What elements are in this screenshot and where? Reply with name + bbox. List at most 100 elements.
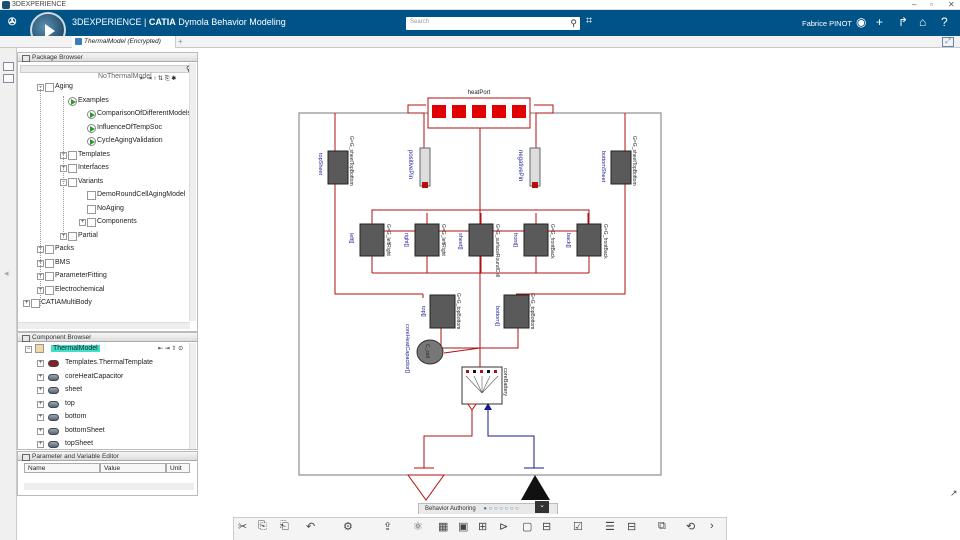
add-icon[interactable]: + [876,15,884,29]
expand-toggle[interactable]: + [37,400,44,408]
grid-icon[interactable]: ▦ [438,521,449,533]
component-item[interactable]: top [65,399,75,407]
conductor-param: G=G_leftRight [385,224,391,256]
component-item[interactable]: coreHeatCapacitor [65,372,124,380]
navigation-icons[interactable]: ⇤ ⇥ ⇧ ⊙ [158,346,184,352]
tree-item[interactable]: Variants [78,177,104,185]
split-icon[interactable]: ⊟ [627,521,637,533]
expand-toggle[interactable]: + [23,300,30,307]
tree-item[interactable]: Components [97,218,137,225]
expand-toggle[interactable]: + [37,373,44,381]
component-item[interactable]: Templates.ThermalTemplate [65,359,153,366]
bottom-pin-connector [521,475,550,500]
tree-item[interactable]: Partial [78,231,98,239]
minimize-icon[interactable]: – [912,0,917,9]
copy-icon[interactable]: ⎘ [258,520,267,532]
component-item[interactable]: topSheet [65,440,94,447]
component-item[interactable]: bottom [65,413,87,420]
column-name[interactable]: Name [24,463,100,473]
collapse-left-icon[interactable]: ◂ [4,268,9,278]
tree-item[interactable]: Examples [78,96,109,104]
more-icon[interactable]: › [710,520,714,532]
tag-icon[interactable]: ⌗ [586,15,593,27]
user-avatar-icon[interactable]: ◉ [856,15,867,29]
tree-item[interactable]: ComparisonOfDifferentModels [97,110,192,117]
next-icon[interactable]: ⊳ [499,521,509,533]
tree-item[interactable]: Aging [55,83,73,90]
expand-toggle[interactable]: + [37,414,44,421]
expand-toggle[interactable]: + [37,441,44,448]
expand-toggle[interactable]: + [37,387,44,394]
package-filter-input[interactable] [20,65,196,73]
diagram-canvas[interactable]: heatPort topSheet G=G_sheetTopBottom bot… [198,48,960,518]
panel-icon[interactable] [3,62,14,71]
component-item[interactable]: bottomSheet [65,426,105,434]
component-scrollbar[interactable] [189,343,196,449]
column-unit[interactable]: Unit [166,463,190,473]
component-item[interactable]: sheet [65,386,83,393]
share-icon[interactable]: ↱ [898,15,909,29]
tree-item[interactable]: BMS [55,258,71,266]
tree-item[interactable]: NoAging [97,204,124,212]
navigation-icons[interactable]: ⇤ ⇥ ↑ ⇅ ⎘ ✱ [140,76,177,82]
component-root[interactable]: ThermalModel [51,345,100,352]
folder-icon[interactable] [3,74,14,83]
undo-icon[interactable]: ↶ [306,521,316,533]
search-icon[interactable]: ⚲ [570,18,577,28]
stop-icon[interactable]: ▢ [522,521,533,533]
param-hscrollbar[interactable] [24,483,194,490]
maximize-icon[interactable]: ▫ [930,0,933,9]
user-name[interactable]: Fabrice PINOT [802,19,853,28]
cursor-icon: ↗ [950,488,958,498]
package-hscrollbar[interactable] [18,322,190,329]
expand-toggle[interactable]: + [37,427,44,435]
column-value[interactable]: Value [100,463,166,473]
sync-icon[interactable]: ⟲ [686,521,696,533]
layers-icon[interactable]: ☰ [605,521,615,533]
list-item[interactable]: NoThermalModel [98,73,152,80]
tree-item[interactable]: Electrochemical [55,285,105,293]
new-tab-icon[interactable]: + [178,37,183,46]
expand-toggle[interactable]: − [25,346,32,353]
component-icon [48,400,59,408]
home-icon[interactable]: ⌂ [919,15,927,29]
align-icon[interactable]: ⊟ [542,521,552,533]
check-icon[interactable]: ☑ [573,521,583,533]
tab-thermalmodel[interactable]: ThermalModel (Encrypted) [72,36,176,48]
close-icon[interactable]: ✕ [948,0,955,9]
tree-item[interactable]: CATIAMultiBody [41,299,92,306]
help-icon[interactable]: ? [941,15,948,29]
model-icon [87,204,96,214]
simulate-icon[interactable]: ⚛ [413,521,423,533]
cut-icon[interactable]: ✂ [238,521,248,533]
settings-icon[interactable]: ⚙ [343,521,353,533]
window-title: 3DEXPERIENCE [12,1,67,8]
core-heat-capacitor-block [416,339,444,365]
app-brand: 3DEXPERIENCE | CATIA Dymola Behavior Mod… [72,17,286,27]
bottom-sheet-label: bottomSheet [600,151,606,183]
battery-rays [465,375,499,394]
behavior-authoring-tab[interactable]: Behavior Authoring ● ○ ○ ○ ○ ○ ○ [418,503,558,514]
tree-item[interactable]: Templates [78,150,110,158]
package-icon[interactable]: ▣ [458,521,469,533]
tree-item[interactable]: Interfaces [78,164,109,171]
view-icon[interactable]: ⧉ [658,520,666,532]
collapse-toolbar-icon[interactable]: ⌄ [535,501,549,513]
package-scrollbar[interactable] [189,63,196,321]
page-dots-icon[interactable]: ● ○ ○ ○ ○ ○ ○ [483,506,519,512]
expand-icon[interactable]: ⤢ [942,37,954,47]
search-icon[interactable]: ⚲ [186,65,191,73]
expand-toggle[interactable]: + [79,219,86,226]
chart-icon[interactable]: ⊞ [478,521,488,533]
tree-item[interactable]: DemoRoundCellAgingModel [97,191,186,198]
tree-item[interactable]: ParameterFitting [55,272,107,279]
tree-item[interactable]: Packs [55,245,75,252]
brand-prefix: 3DEXPERIENCE | [72,17,149,27]
expand-toggle[interactable]: + [37,360,44,367]
search-input[interactable]: Search⚲ [406,17,580,30]
export-icon[interactable]: ⇪ [383,521,393,533]
tree-item[interactable]: InfluenceOfTempSoc [97,123,162,131]
paste-icon[interactable]: ⎗ [280,520,289,532]
tree-item[interactable]: CycleAgingValidation [97,137,163,144]
